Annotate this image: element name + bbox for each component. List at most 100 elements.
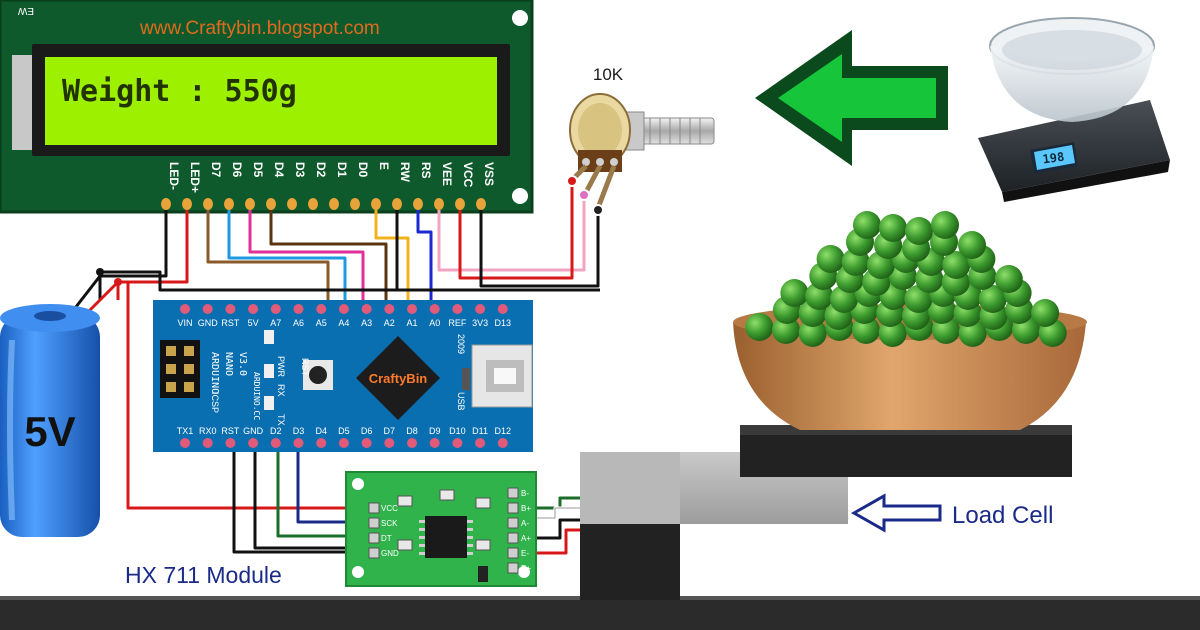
lcd-pin-label: LED+ (188, 162, 202, 193)
pea (780, 279, 809, 307)
arduino-cc-label: ARDUINO.CC (252, 372, 261, 420)
nano-bottom-pin-label: D2 (270, 426, 282, 436)
lcd-pin-label: VEE (440, 162, 454, 186)
lcd-pin-pad (224, 198, 234, 210)
nano-bottom-pin-label: D8 (406, 426, 418, 436)
nano-bottom-pin (452, 438, 463, 448)
pea (798, 319, 827, 347)
hx711-right-pin (507, 532, 519, 544)
nano-top-pin (316, 304, 327, 314)
nano-bottom-pin-label: GND (243, 426, 264, 436)
lcd-module: Weight : 550g www.Craftybin.blogspot.com… (0, 0, 534, 214)
nano-bottom-pin-label: TX1 (177, 426, 194, 436)
pea (958, 231, 986, 259)
nano-bottom-pin-label: RST (221, 426, 240, 436)
hx711-label: HX 711 Module (125, 562, 282, 588)
wire-junction (114, 278, 122, 286)
tx-led (264, 396, 274, 410)
nano-top-pin (361, 304, 372, 314)
nano-top-pin-label: 5V (248, 318, 259, 328)
wire (458, 182, 574, 280)
nano-bottom-pin-label: D9 (429, 426, 441, 436)
hx711-right-pin-label: B- (521, 489, 529, 498)
site-url: www.Craftybin.blogspot.com (139, 18, 380, 39)
nano-top-pin-label: A5 (316, 318, 327, 328)
wire (518, 496, 580, 510)
hx711-right-pin (507, 562, 519, 574)
pwr-led (264, 330, 274, 344)
nano-bottom-pin-label: D12 (495, 426, 512, 436)
mount-hole (512, 10, 528, 26)
nano-top-pin-label: VIN (177, 318, 192, 328)
rx-label: RX (276, 384, 286, 397)
wire (416, 210, 433, 300)
nano-top-pin (293, 304, 304, 314)
nano-bottom-pin-label: D6 (361, 426, 373, 436)
lcd-pin-pad (455, 198, 465, 210)
scale-lcd (1034, 145, 1075, 170)
wooden-bowl (733, 322, 1086, 430)
nano-bottom-pin (497, 438, 508, 448)
nano-bottom-pin (248, 438, 259, 448)
kitchen-scale: 198 (978, 17, 1170, 202)
lcd-display-text: Weight : 550g (62, 74, 297, 109)
nano-bottom-pin (293, 438, 304, 448)
nano-bottom-pin (429, 438, 440, 448)
hx711-left-pin (368, 502, 380, 514)
nano-bottom-pin-label: D11 (472, 426, 488, 436)
pot-shaft (639, 117, 715, 145)
hx711-chip (425, 516, 467, 558)
nano-top-pin-label: REF (448, 318, 467, 328)
nano-top-pin (429, 304, 440, 314)
nano-bottom-pin-label: RX0 (199, 426, 217, 436)
board-text-line-2: NANO (223, 352, 234, 376)
load-cell-pointer-arrow (850, 493, 942, 533)
wire-junction (96, 268, 104, 276)
nano-top-pin (248, 304, 259, 314)
rx-led (264, 364, 274, 378)
lcd-screen (45, 57, 497, 145)
wire (518, 528, 580, 555)
nano-bottom-pin-label: D7 (384, 426, 396, 436)
lcd-pin-label: E (377, 162, 391, 170)
hx711-right-pin (507, 547, 519, 559)
nano-bottom-pin-label: D4 (315, 426, 327, 436)
nano-bottom-pin (407, 438, 417, 448)
wire (227, 210, 347, 300)
nano-top-pin-label: A7 (270, 318, 281, 328)
wire (374, 210, 410, 300)
nano-bottom-pin-label: D5 (338, 426, 350, 436)
icsp-header (160, 340, 200, 398)
pot-terminal-3 (592, 204, 604, 216)
nano-top-pin (384, 304, 395, 314)
hx711-left-pin-label: GND (381, 549, 399, 558)
pwr-label: PWR (276, 356, 286, 377)
lcd-pin-pad (266, 198, 276, 210)
nano-top-pin-label: A4 (338, 318, 349, 328)
hx711-left-pin (368, 532, 380, 544)
pea (879, 214, 907, 242)
lcd-pin-pad (245, 198, 255, 210)
hx711-right-pin-label: A- (521, 519, 529, 528)
wire (248, 210, 365, 300)
wire (98, 210, 168, 300)
wire (118, 280, 369, 510)
pea (1031, 299, 1060, 327)
lcd-pin-pad (413, 198, 423, 210)
hx711-right-pin-label: E- (521, 549, 529, 558)
wire (253, 452, 369, 550)
nano-top-pin (452, 304, 463, 314)
hx711-left-pin (368, 517, 380, 529)
wire (479, 210, 600, 288)
battery: 5V (0, 304, 100, 537)
pea (772, 316, 800, 344)
mcu-chip (356, 336, 440, 420)
nano-top-pin (202, 304, 213, 314)
scale-readout: 198 (1042, 150, 1065, 167)
pea (978, 285, 1007, 313)
nano-top-pin-label: 3V3 (472, 318, 488, 328)
hx711-right-pin (507, 487, 519, 499)
direction-arrow (755, 30, 948, 166)
